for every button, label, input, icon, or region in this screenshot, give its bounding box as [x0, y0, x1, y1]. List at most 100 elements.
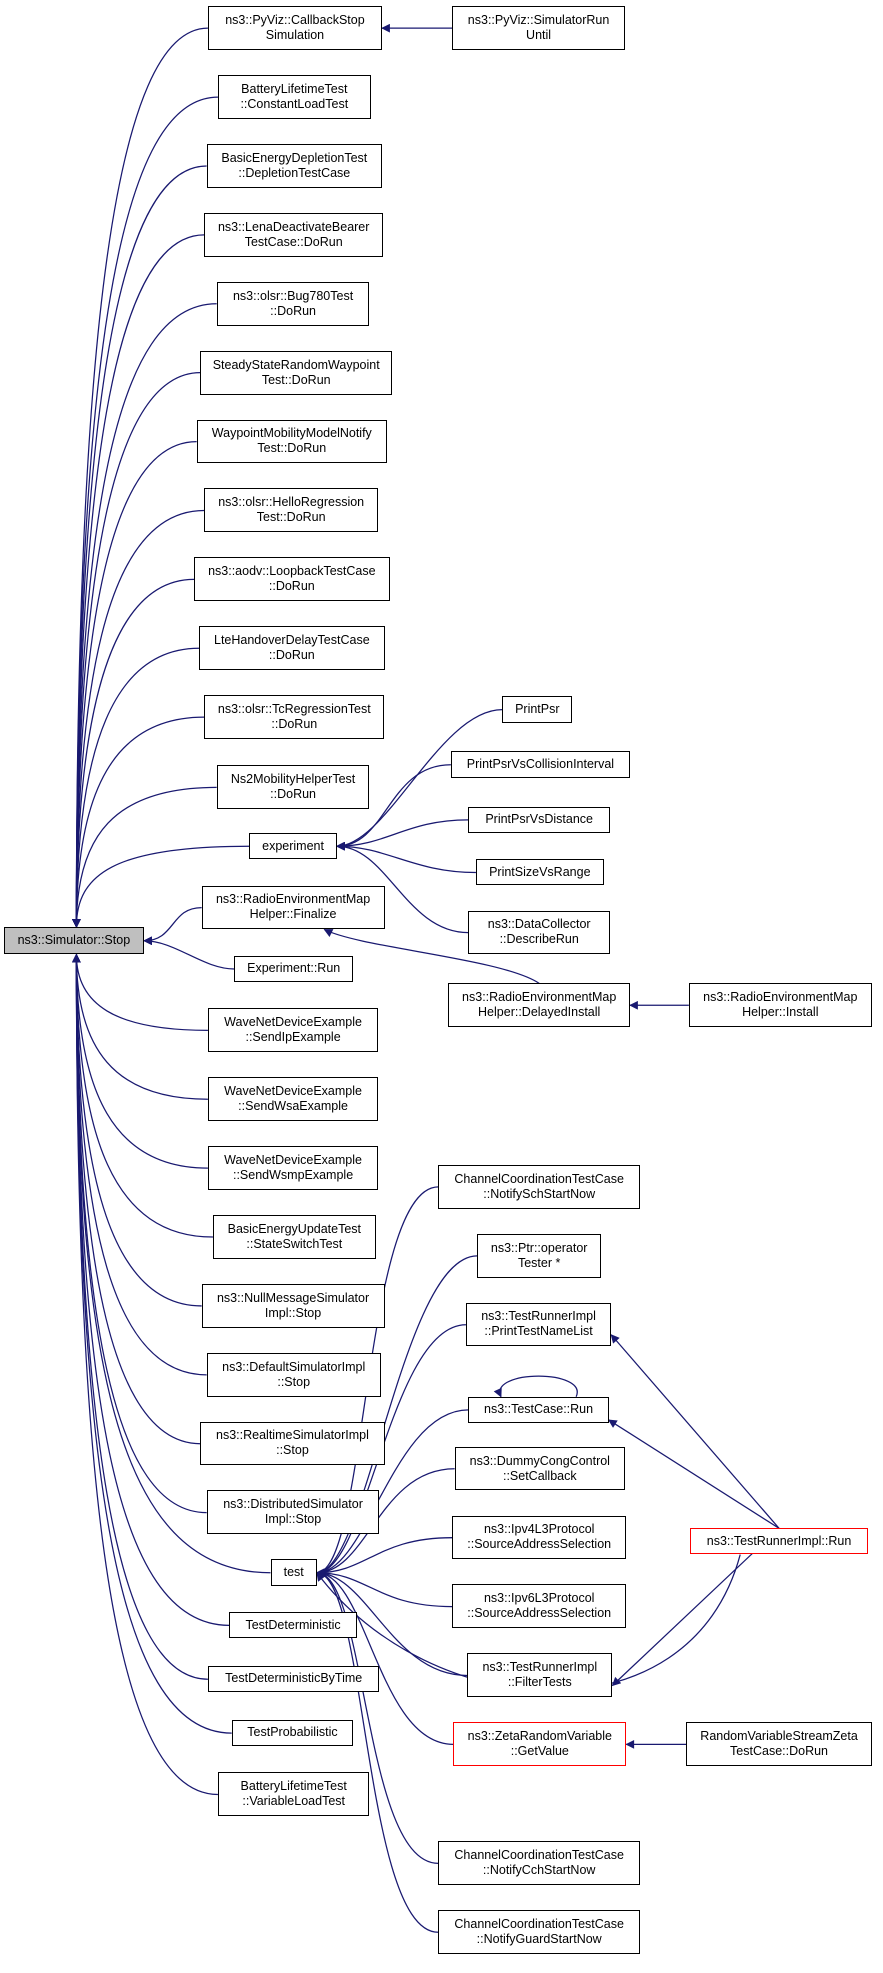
- graph-node-experiment-run[interactable]: Experiment::Run: [234, 955, 354, 982]
- node-label-line: ::SendIpExample: [245, 1030, 341, 1045]
- call-edge-wave_wsmp-to-stop: [72, 953, 208, 1169]
- node-label-line: ::NotifyGuardStartNow: [476, 1931, 602, 1946]
- call-edge-print_psr_ci-to-experiment: [336, 764, 451, 851]
- call-edge-test_det_time-to-stop: [72, 953, 208, 1680]
- call-edge-chan_guard-to-test: [316, 1568, 439, 1933]
- node-label-line: ::Stop: [277, 1374, 311, 1389]
- node-label-line: ::StateSwitchTest: [246, 1236, 343, 1251]
- call-edge-battery_constload-to-stop: [72, 96, 218, 928]
- call-edge-distributed_stop-to-stop: [72, 953, 207, 1514]
- graph-node-aodv-loopback[interactable]: ns3::aodv::LoopbackTestCase::DoRun: [194, 557, 390, 602]
- node-label-line: ::DescribeRun: [499, 932, 579, 947]
- call-edge-trimpl_run-to-trimpl_print: [610, 1334, 780, 1529]
- call-edge-basic_depletion-to-stop: [72, 165, 207, 928]
- graph-node-chan-sch[interactable]: ChannelCoordinationTestCase::NotifySchSt…: [438, 1164, 640, 1209]
- node-label-line: ::SetCallback: [502, 1468, 577, 1483]
- node-label-line: ns3::DummyCongControl: [469, 1453, 610, 1468]
- node-label-line: ns3::DefaultSimulatorImpl: [222, 1359, 366, 1374]
- node-label-line: ns3::PyViz::CallbackStop: [225, 13, 365, 28]
- graph-node-lte-handover[interactable]: LteHandoverDelayTestCase::DoRun: [199, 626, 385, 671]
- node-label-line: TestDeterministic: [245, 1617, 341, 1632]
- call-edge-zeta_getvalue-to-test: [316, 1568, 454, 1746]
- graph-node-realtime-stop[interactable]: ns3::RealtimeSimulatorImpl::Stop: [200, 1421, 385, 1466]
- graph-node-experiment[interactable]: experiment: [249, 832, 337, 860]
- graph-node-olsr-bug780[interactable]: ns3::olsr::Bug780Test::DoRun: [216, 281, 370, 326]
- graph-node-basic-update[interactable]: BasicEnergyUpdateTest::StateSwitchTest: [212, 1214, 376, 1259]
- graph-node-wave-wsa[interactable]: WaveNetDeviceExample::SendWsaExample: [207, 1077, 379, 1121]
- graph-node-test-det[interactable]: TestDeterministic: [229, 1611, 357, 1639]
- node-label-line: Tester *: [517, 1255, 561, 1270]
- node-label-line: BasicEnergyDepletionTest: [221, 150, 368, 165]
- graph-node-zeta-getvalue[interactable]: ns3::ZetaRandomVariable::GetValue: [453, 1722, 627, 1766]
- call-edge-testcase_run-to-test: [316, 1409, 469, 1578]
- graph-node-wave-wsmp[interactable]: WaveNetDeviceExample::SendWsmpExample: [207, 1146, 379, 1190]
- node-label-line: ns3::RadioEnvironmentMap: [703, 990, 858, 1005]
- call-edge-chan_cch-to-test: [316, 1568, 439, 1865]
- graph-node-trimpl-print[interactable]: ns3::TestRunnerImpl::PrintTestNameList: [465, 1302, 612, 1347]
- node-label-line: Experiment::Run: [247, 961, 341, 976]
- graph-node-ns2-mobility[interactable]: Ns2MobilityHelperTest::DoRun: [216, 765, 370, 810]
- call-edge-experiment-to-stop: [72, 845, 250, 928]
- graph-node-print-size-range[interactable]: PrintSizeVsRange: [475, 859, 604, 886]
- node-label-line: WaypointMobilityModelNotify: [211, 426, 372, 441]
- graph-node-battery-varload[interactable]: BatteryLifetimeTest::VariableLoadTest: [217, 1772, 370, 1817]
- node-label-line: TestCase::DoRun: [244, 234, 343, 249]
- node-label-line: TestCase::DoRun: [730, 1744, 829, 1759]
- node-label-line: ns3::RadioEnvironmentMap: [462, 990, 617, 1005]
- node-label-line: WaveNetDeviceExample: [224, 1152, 362, 1167]
- graph-node-ipv6-sas[interactable]: ns3::Ipv6L3Protocol::SourceAddressSelect…: [452, 1584, 627, 1629]
- call-edge-trimpl_run-to-trimpl_filter: [611, 1527, 780, 1687]
- call-edge-steady_state-to-stop: [72, 372, 201, 928]
- graph-node-print-psr[interactable]: PrintPsr: [502, 696, 573, 723]
- node-label-line: ns3::DataCollector: [487, 917, 591, 932]
- graph-node-dummy-cong[interactable]: ns3::DummyCongControl::SetCallback: [454, 1446, 625, 1491]
- node-label-line: ::SourceAddressSelection: [467, 1606, 612, 1621]
- graph-node-default-stop[interactable]: ns3::DefaultSimulatorImpl::Stop: [206, 1352, 381, 1397]
- graph-node-testcase-run[interactable]: ns3::TestCase::Run: [468, 1396, 609, 1423]
- node-label-line: WaveNetDeviceExample: [224, 1084, 362, 1099]
- graph-node-basic-depletion[interactable]: BasicEnergyDepletionTest::DepletionTestC…: [206, 144, 382, 188]
- node-label-line: ::ConstantLoadTest: [240, 97, 349, 112]
- graph-node-trimpl-filter[interactable]: ns3::TestRunnerImpl::FilterTests: [467, 1653, 613, 1698]
- node-label-line: PrintSizeVsRange: [489, 864, 591, 879]
- graph-node-datacollector[interactable]: ns3::DataCollector::DescribeRun: [468, 910, 610, 955]
- graph-node-wave-ip[interactable]: WaveNetDeviceExample::SendIpExample: [207, 1008, 379, 1053]
- node-label-line: ns3::aodv::LoopbackTestCase: [208, 564, 376, 579]
- graph-node-trimpl-run[interactable]: ns3::TestRunnerImpl::Run: [690, 1528, 868, 1555]
- graph-node-test-prob[interactable]: TestProbabilistic: [231, 1719, 354, 1746]
- graph-node-chan-guard[interactable]: ChannelCoordinationTestCase::NotifyGuard…: [438, 1910, 640, 1954]
- graph-node-test[interactable]: test: [270, 1559, 317, 1586]
- node-label-line: ChannelCoordinationTestCase: [454, 1848, 624, 1863]
- graph-node-battery-constload[interactable]: BatteryLifetimeTest::ConstantLoadTest: [217, 75, 371, 119]
- node-label-line: ::DoRun: [268, 579, 315, 594]
- graph-node-test-det-time[interactable]: TestDeterministicByTime: [207, 1665, 380, 1693]
- graph-node-olsr-tc[interactable]: ns3::olsr::TcRegressionTest::DoRun: [204, 695, 385, 739]
- graph-node-print-psr-dist[interactable]: PrintPsrVsDistance: [468, 806, 610, 833]
- graph-node-print-psr-ci[interactable]: PrintPsrVsCollisionInterval: [450, 751, 630, 778]
- node-label-line: ::NotifySchStartNow: [483, 1186, 596, 1201]
- node-label-line: ::DoRun: [268, 648, 315, 663]
- graph-node-ipv4-sas[interactable]: ns3::Ipv4L3Protocol::SourceAddressSelect…: [452, 1515, 627, 1560]
- node-label-line: ::NotifyCchStartNow: [482, 1863, 596, 1878]
- call-edge-ipv6_sas-to-test: [316, 1568, 453, 1608]
- node-label-line: ::GetValue: [510, 1744, 569, 1759]
- node-label-line: ns3::Ipv4L3Protocol: [483, 1522, 595, 1537]
- node-label-line: ChannelCoordinationTestCase: [454, 1916, 624, 1931]
- graph-node-chan-cch[interactable]: ChannelCoordinationTestCase::NotifyCchSt…: [438, 1841, 640, 1885]
- node-label-line: PrintPsrVsCollisionInterval: [466, 757, 615, 772]
- call-edge-rem_finalize-to-stop: [143, 906, 202, 946]
- node-label-line: Test::DoRun: [261, 372, 331, 387]
